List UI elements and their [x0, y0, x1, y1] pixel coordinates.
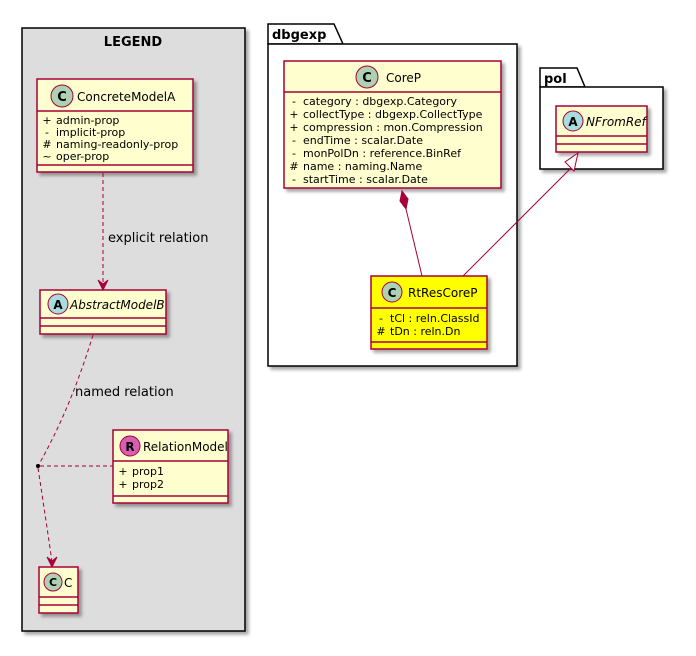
prop-row: # naming-readonly-prop	[42, 138, 178, 151]
prop-text: admin-prop	[56, 114, 119, 127]
class-name: C	[64, 576, 72, 590]
prop-row: -category : dbgexp.Category	[292, 95, 458, 108]
package-name: dbgexp	[272, 28, 326, 43]
visibility-private-icon: -	[292, 95, 296, 108]
edge-explicit-relation: explicit relation	[97, 173, 208, 292]
package-dbgexp: dbgexp C CoreP -category : dbgexp.Catego…	[267, 23, 518, 367]
prop-text: endTime : scalar.Date	[303, 134, 423, 147]
prop-row: # tDn : reln.Dn	[376, 325, 460, 338]
prop-text: tCl : reln.ClassId	[390, 312, 480, 325]
visibility-public-icon: +	[289, 108, 298, 121]
edge-label: explicit relation	[108, 231, 208, 246]
prop-text: monPolDn : reference.BinRef	[303, 147, 462, 160]
prop-row: -startTime : scalar.Date	[292, 173, 428, 186]
prop-row: -endTime : scalar.Date	[292, 134, 423, 147]
prop-row: -monPolDn : reference.BinRef	[292, 147, 462, 160]
class-stereotype-icon: C	[57, 90, 67, 105]
prop-text: oper-prop	[56, 150, 109, 163]
class-name: ConcreteModelA	[77, 90, 176, 104]
prop-row: + admin-prop	[42, 114, 119, 127]
prop-row: # name : naming.Name	[289, 160, 422, 173]
visibility-protected-icon: #	[289, 160, 298, 173]
class-c[interactable]: C C	[38, 566, 79, 614]
prop-text: prop1	[132, 465, 164, 478]
package-name: pol	[544, 72, 567, 87]
package-pol: pol A NFromRef	[539, 67, 664, 170]
edge-named-relation: named relation	[36, 334, 174, 569]
visibility-private-icon: -	[379, 312, 383, 325]
class-stereotype-icon: C	[362, 71, 372, 86]
prop-text: category : dbgexp.Category	[303, 95, 458, 108]
prop-row: + collectType : dbgexp.CollectType	[289, 108, 482, 121]
class-relation-model[interactable]: R RelationModel + prop1 + prop2	[112, 429, 229, 504]
prop-row: + prop1	[118, 465, 164, 478]
visibility-package-icon: ~	[42, 150, 51, 163]
edge-inheritance	[462, 151, 579, 277]
prop-text: implicit-prop	[56, 126, 125, 139]
edge-label: named relation	[75, 385, 174, 400]
class-stereotype-icon: C	[388, 286, 397, 300]
legend-package: LEGEND C ConcreteModelA + admin-prop - i…	[21, 27, 246, 632]
class-abstract-model-b[interactable]: A AbstractModelB	[39, 289, 167, 335]
prop-row: + prop2	[118, 478, 164, 491]
visibility-private-icon: -	[292, 173, 296, 186]
prop-row: ~ oper-prop	[42, 150, 109, 163]
visibility-protected-icon: #	[376, 325, 385, 338]
visibility-public-icon: +	[42, 114, 51, 127]
class-concrete-model-a[interactable]: C ConcreteModelA + admin-prop - implicit…	[36, 78, 194, 173]
class-name: RelationModel	[143, 440, 228, 454]
class-rtrescorep[interactable]: C RtResCoreP -tCl : reln.ClassId # tDn : …	[370, 275, 488, 350]
class-corep[interactable]: C CoreP -category : dbgexp.Category +col…	[283, 60, 502, 189]
class-name: RtResCoreP	[408, 286, 478, 300]
prop-text: prop2	[132, 478, 164, 491]
class-nfromref[interactable]: A NFromRef	[555, 105, 648, 153]
class-name: NFromRef	[586, 115, 648, 129]
prop-text: naming-readonly-prop	[56, 138, 178, 151]
prop-row: + compression : mon.Compression	[289, 121, 482, 134]
class-name: CoreP	[386, 71, 421, 85]
prop-text: name : naming.Name	[303, 160, 423, 173]
visibility-public-icon: +	[118, 478, 127, 491]
class-stereotype-icon: C	[49, 576, 57, 589]
visibility-protected-icon: #	[42, 138, 51, 151]
prop-text: tDn : reln.Dn	[390, 325, 460, 338]
visibility-public-icon: +	[289, 121, 298, 134]
prop-text: compression : mon.Compression	[303, 121, 483, 134]
edge-composition	[399, 189, 423, 277]
legend-title: LEGEND	[104, 35, 163, 50]
visibility-private-icon: -	[292, 147, 296, 160]
prop-row: -tCl : reln.ClassId	[379, 312, 479, 325]
prop-row: - implicit-prop	[45, 126, 125, 139]
visibility-private-icon: -	[292, 134, 296, 147]
prop-text: collectType : dbgexp.CollectType	[303, 108, 483, 121]
class-stereotype-icon: A	[53, 298, 63, 312]
class-stereotype-icon: A	[568, 115, 578, 129]
class-stereotype-icon: R	[125, 440, 134, 454]
visibility-public-icon: +	[118, 465, 127, 478]
visibility-private-icon: -	[45, 126, 49, 139]
class-name: AbstractModelB	[69, 298, 165, 312]
prop-text: startTime : scalar.Date	[303, 173, 428, 186]
